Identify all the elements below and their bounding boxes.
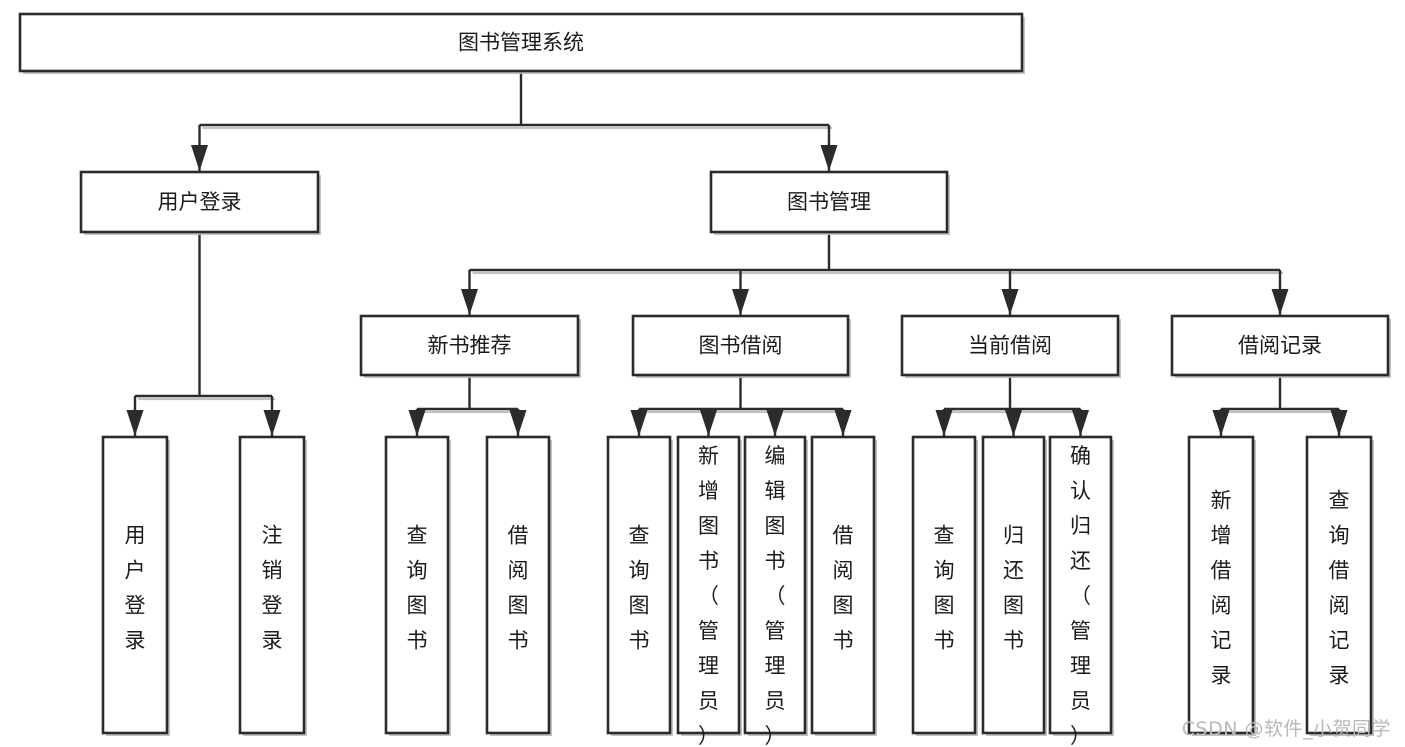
node-leaf-edit-book[interactable]: 编辑图书（管理员）	[743, 435, 808, 747]
arrow-head-icon	[263, 410, 281, 436]
node-borrow-record[interactable]: 借阅记录	[1170, 314, 1391, 378]
node-box[interactable]	[900, 314, 1120, 377]
arrow-head-icon	[461, 289, 478, 315]
node-box[interactable]	[1048, 435, 1113, 735]
node-label: 借阅记录	[1238, 334, 1322, 358]
node-leaf-query-record[interactable]: 查询借阅记录	[1305, 435, 1374, 736]
node-box[interactable]	[709, 170, 949, 234]
node-label: 借阅图书	[508, 523, 529, 652]
node-box[interactable]	[676, 435, 741, 735]
arrow-head-icon	[1212, 410, 1230, 436]
node-label: 图书管理系统	[458, 31, 584, 55]
node-label: 注销登录	[262, 523, 283, 652]
node-label: 新增图书（管理员）	[698, 444, 719, 747]
node-box[interactable]	[359, 314, 580, 377]
node-label: 查询图书	[407, 523, 428, 652]
node-leaf-user-login[interactable]: 用户登录	[101, 435, 170, 736]
arrow-head-icon	[766, 410, 784, 436]
node-new-book-rec[interactable]: 新书推荐	[359, 314, 581, 378]
arrow-head-icon	[191, 145, 208, 171]
arrow-head-icon	[732, 289, 749, 315]
node-box[interactable]	[606, 435, 672, 735]
node-leaf-user-logout[interactable]: 注销登录	[238, 435, 307, 736]
node-box[interactable]	[911, 435, 977, 735]
node-label: 新书推荐	[428, 334, 512, 358]
node-label: 编辑图书（管理员）	[765, 444, 786, 747]
arrow-head-icon	[834, 410, 852, 436]
arrow-head-icon	[820, 145, 838, 171]
node-label: 用户登录	[158, 190, 242, 214]
arrow-head-icon	[700, 410, 717, 436]
arrow-head-icon	[1072, 410, 1089, 436]
nodes-layer: 图书管理系统用户登录图书管理新书推荐图书借阅当前借阅借阅记录用户登录注销登录查询…	[18, 12, 1391, 747]
arrow-head-icon	[1005, 410, 1022, 436]
connectors-layer	[126, 71, 1348, 436]
node-label: 图书管理	[787, 190, 871, 214]
node-leaf-query-book-borrow[interactable]: 查询图书	[606, 435, 673, 736]
node-label: 新增借阅记录	[1211, 488, 1232, 687]
node-leaf-return-book[interactable]: 归还图书	[981, 435, 1047, 736]
node-box[interactable]	[1305, 435, 1373, 735]
node-label: 确认归还（管理员）	[1070, 444, 1091, 747]
node-leaf-query-book-cur[interactable]: 查询图书	[911, 435, 978, 736]
node-box[interactable]	[981, 435, 1046, 735]
arrow-head-icon	[1001, 289, 1019, 315]
node-box[interactable]	[18, 12, 1024, 73]
arrow-head-icon	[408, 410, 426, 436]
node-box[interactable]	[631, 314, 850, 377]
node-box[interactable]	[1170, 314, 1390, 377]
node-user-login[interactable]: 用户登录	[79, 170, 321, 235]
node-box[interactable]	[79, 170, 320, 234]
arrow-head-icon	[630, 410, 648, 436]
node-box[interactable]	[238, 435, 306, 735]
watermark-label: CSDN @软件_小贺同学	[1181, 718, 1391, 740]
node-box[interactable]	[810, 435, 876, 735]
node-label: 查询图书	[629, 523, 650, 652]
node-box[interactable]	[384, 435, 450, 735]
node-root[interactable]: 图书管理系统	[18, 12, 1025, 74]
node-leaf-add-record[interactable]: 新增借阅记录	[1187, 435, 1256, 736]
arrow-head-icon	[1330, 410, 1348, 436]
node-label: 查询图书	[934, 523, 955, 652]
arrow-head-icon	[126, 410, 144, 436]
node-label: 归还图书	[1003, 523, 1024, 652]
node-leaf-add-book[interactable]: 新增图书（管理员）	[676, 435, 742, 747]
node-box[interactable]	[485, 435, 551, 735]
node-book-manage[interactable]: 图书管理	[709, 170, 950, 235]
node-label: 图书借阅	[699, 334, 783, 358]
arrow-head-icon	[935, 410, 953, 436]
node-leaf-borrow-book-rec[interactable]: 借阅图书	[485, 435, 552, 736]
arrow-head-icon	[1271, 289, 1289, 315]
node-book-borrow[interactable]: 图书借阅	[631, 314, 851, 378]
node-box[interactable]	[743, 435, 807, 735]
node-box[interactable]	[101, 435, 169, 735]
node-box[interactable]	[1187, 435, 1255, 735]
node-leaf-confirm-return[interactable]: 确认归还（管理员）	[1048, 435, 1114, 747]
node-leaf-query-book-rec[interactable]: 查询图书	[384, 435, 451, 736]
node-leaf-borrow-book[interactable]: 借阅图书	[810, 435, 877, 736]
node-current-borrow[interactable]: 当前借阅	[900, 314, 1121, 378]
arrow-head-icon	[509, 410, 527, 436]
node-label: 借阅图书	[833, 523, 854, 652]
node-label: 当前借阅	[968, 334, 1052, 358]
node-label: 用户登录	[125, 523, 146, 652]
node-label: 查询借阅记录	[1329, 488, 1350, 687]
